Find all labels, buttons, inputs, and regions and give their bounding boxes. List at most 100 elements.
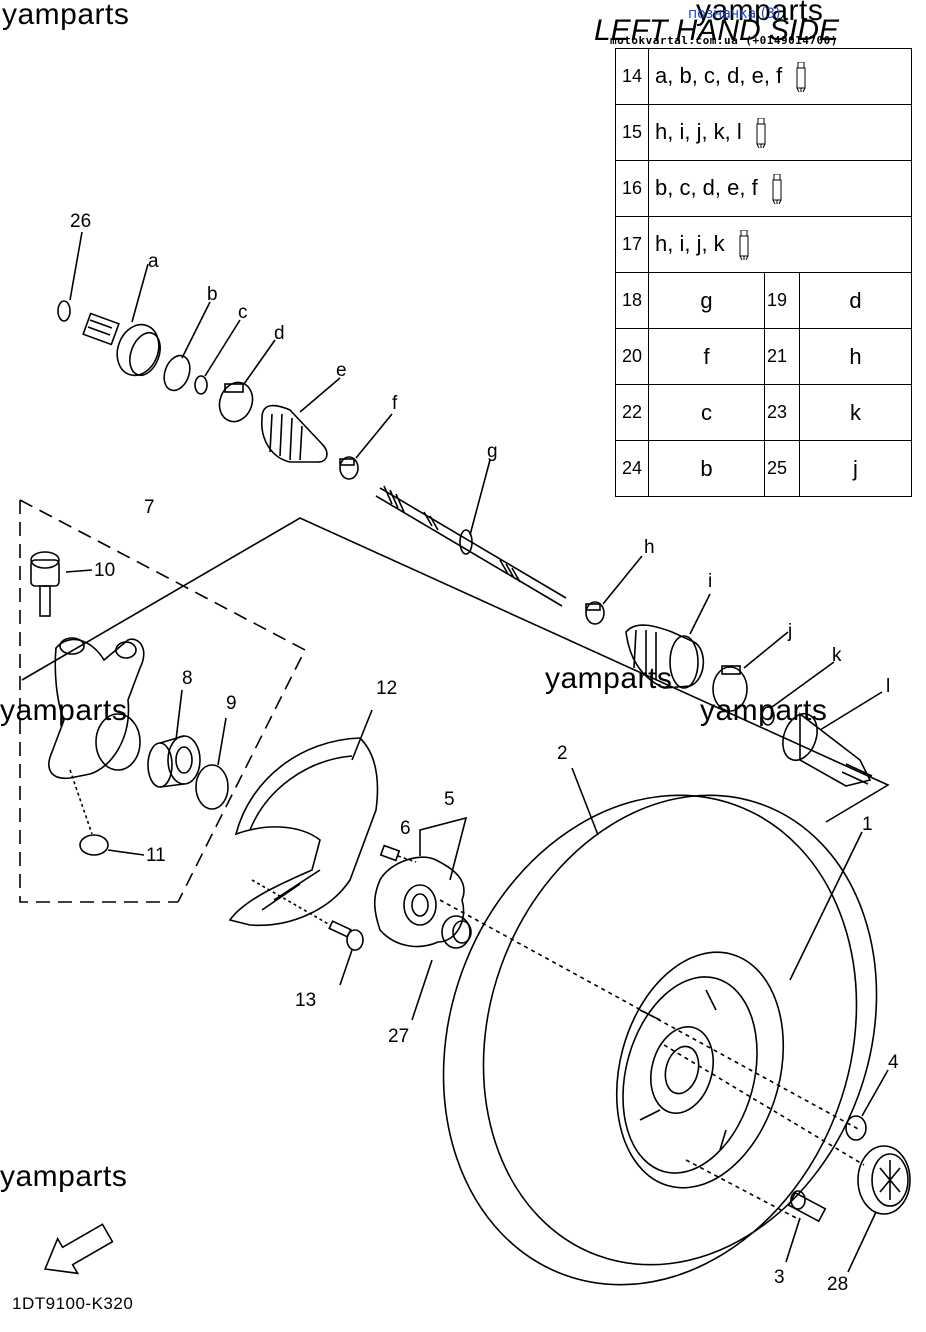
legend-row: 24 b 25 j	[615, 440, 912, 497]
legend-num: 14	[615, 48, 649, 105]
legend-row: 17 h, i, j, k	[615, 216, 912, 273]
axle-assembly-outline	[21, 517, 890, 823]
hub-cap-28	[847, 1145, 911, 1273]
legend-num: 24	[615, 440, 649, 497]
legend-num: 25	[764, 440, 800, 497]
callout-9: 9	[226, 693, 237, 714]
callout-c: c	[238, 302, 248, 323]
source-caption: motokvartal.com.ua (+0149014700)	[610, 34, 838, 47]
cv-joint-a	[82, 263, 161, 377]
shaft-g	[375, 459, 567, 607]
sealant-tube-icon	[739, 229, 749, 260]
clamp-h	[585, 555, 643, 625]
sealant-tube-icon	[756, 117, 766, 148]
dust-guard-12	[228, 709, 379, 927]
clip-11	[69, 769, 145, 856]
legend-letters: h, i, j, k, l	[648, 104, 912, 161]
band-clamp-d	[218, 339, 276, 423]
fwd-arrow-icon	[43, 1223, 114, 1275]
callout-a: a	[148, 251, 159, 272]
callout-7: 7	[144, 497, 155, 518]
callout-k: k	[832, 645, 842, 666]
watermark: yamparts	[696, 0, 824, 27]
legend-row: 14 a, b, c, d, e, f	[615, 48, 912, 105]
legend-row: 16 b, c, d, e, f	[615, 160, 912, 217]
legend-num: 17	[615, 216, 649, 273]
ring-k	[761, 661, 835, 726]
legend-letters-text: h, i, j, k	[655, 230, 725, 256]
callout-13: 13	[295, 990, 316, 1011]
legend-row: 20 f 21 h	[615, 328, 912, 385]
callout-28: 28	[827, 1274, 848, 1295]
cv-joint-l	[782, 691, 883, 787]
nut-4	[845, 1069, 889, 1141]
watermark: yamparts	[2, 0, 130, 31]
callout-3: 3	[774, 1267, 785, 1288]
bearing-8	[147, 689, 201, 788]
callout-g: g	[487, 441, 498, 462]
callout-f: f	[392, 393, 398, 414]
callout-e: e	[336, 360, 347, 381]
callout-d: d	[274, 323, 285, 344]
callout-27: 27	[388, 1026, 409, 1047]
legend-num: 16	[615, 160, 649, 217]
legend-row: 18 g 19 d	[615, 272, 912, 329]
legend-value: b	[648, 440, 765, 497]
callout-i: i	[708, 571, 712, 592]
legend-value: k	[799, 384, 912, 441]
legend-letters: b, c, d, e, f	[648, 160, 912, 217]
callout-12: 12	[376, 678, 397, 699]
callout-h: h	[644, 537, 655, 558]
legend-value: f	[648, 328, 765, 385]
ball-joint-10	[30, 551, 93, 617]
callout-l: l	[886, 676, 890, 697]
legend-letters-text: b, c, d, e, f	[655, 174, 758, 200]
fwd-label: FWD	[64, 1239, 97, 1267]
sealant-tube-icon	[796, 61, 806, 92]
legend-letters: h, i, j, k	[648, 216, 912, 273]
circlip-9	[195, 717, 229, 810]
legend-letters-text: a, b, c, d, e, f	[655, 62, 783, 88]
knuckle	[48, 637, 145, 779]
callout-2: 2	[557, 743, 568, 764]
wheel-stud-3	[785, 1190, 827, 1263]
sealant-tube-icon	[772, 173, 782, 204]
callout-b: b	[207, 284, 218, 305]
hub-5	[373, 816, 468, 948]
callout-11: 11	[146, 845, 166, 866]
clamp-f	[339, 413, 393, 480]
legend-value: c	[648, 384, 765, 441]
bookmark-link[interactable]: позначка (3)	[688, 6, 781, 22]
legend-value: h	[799, 328, 912, 385]
legend-letters-text: h, i, j, k, l	[655, 118, 742, 144]
bolt-13	[251, 879, 364, 986]
callout-8: 8	[182, 668, 193, 689]
callout-1: 1	[862, 814, 873, 835]
nut-27	[411, 915, 472, 1021]
watermark: yamparts	[700, 694, 828, 727]
legend-value: j	[799, 440, 912, 497]
watermark: yamparts	[0, 694, 128, 727]
assembly-axes	[439, 899, 865, 1221]
boot-e	[261, 377, 341, 463]
callout-10: 10	[94, 560, 115, 581]
callout-26: 26	[70, 211, 91, 232]
wheel-1	[615, 831, 863, 1189]
legend-row: 22 c 23 k	[615, 384, 912, 441]
callout-6: 6	[400, 818, 411, 839]
ring-c	[194, 319, 241, 395]
circlip-26	[57, 231, 83, 322]
watermark: yamparts	[545, 662, 673, 695]
callout-j: j	[787, 621, 792, 642]
legend-value: d	[799, 272, 912, 329]
watermark: yamparts	[0, 1160, 128, 1193]
legend-num: 19	[764, 272, 800, 329]
legend-num: 18	[615, 272, 649, 329]
legend-table: 14 a, b, c, d, e, f 15 h, i, j, k, l 16 …	[615, 48, 912, 497]
callout-4: 4	[888, 1052, 899, 1073]
boot-i	[625, 593, 711, 689]
page-title: LEFT HAND SIDE	[594, 14, 840, 47]
legend-row: 15 h, i, j, k, l	[615, 104, 912, 161]
